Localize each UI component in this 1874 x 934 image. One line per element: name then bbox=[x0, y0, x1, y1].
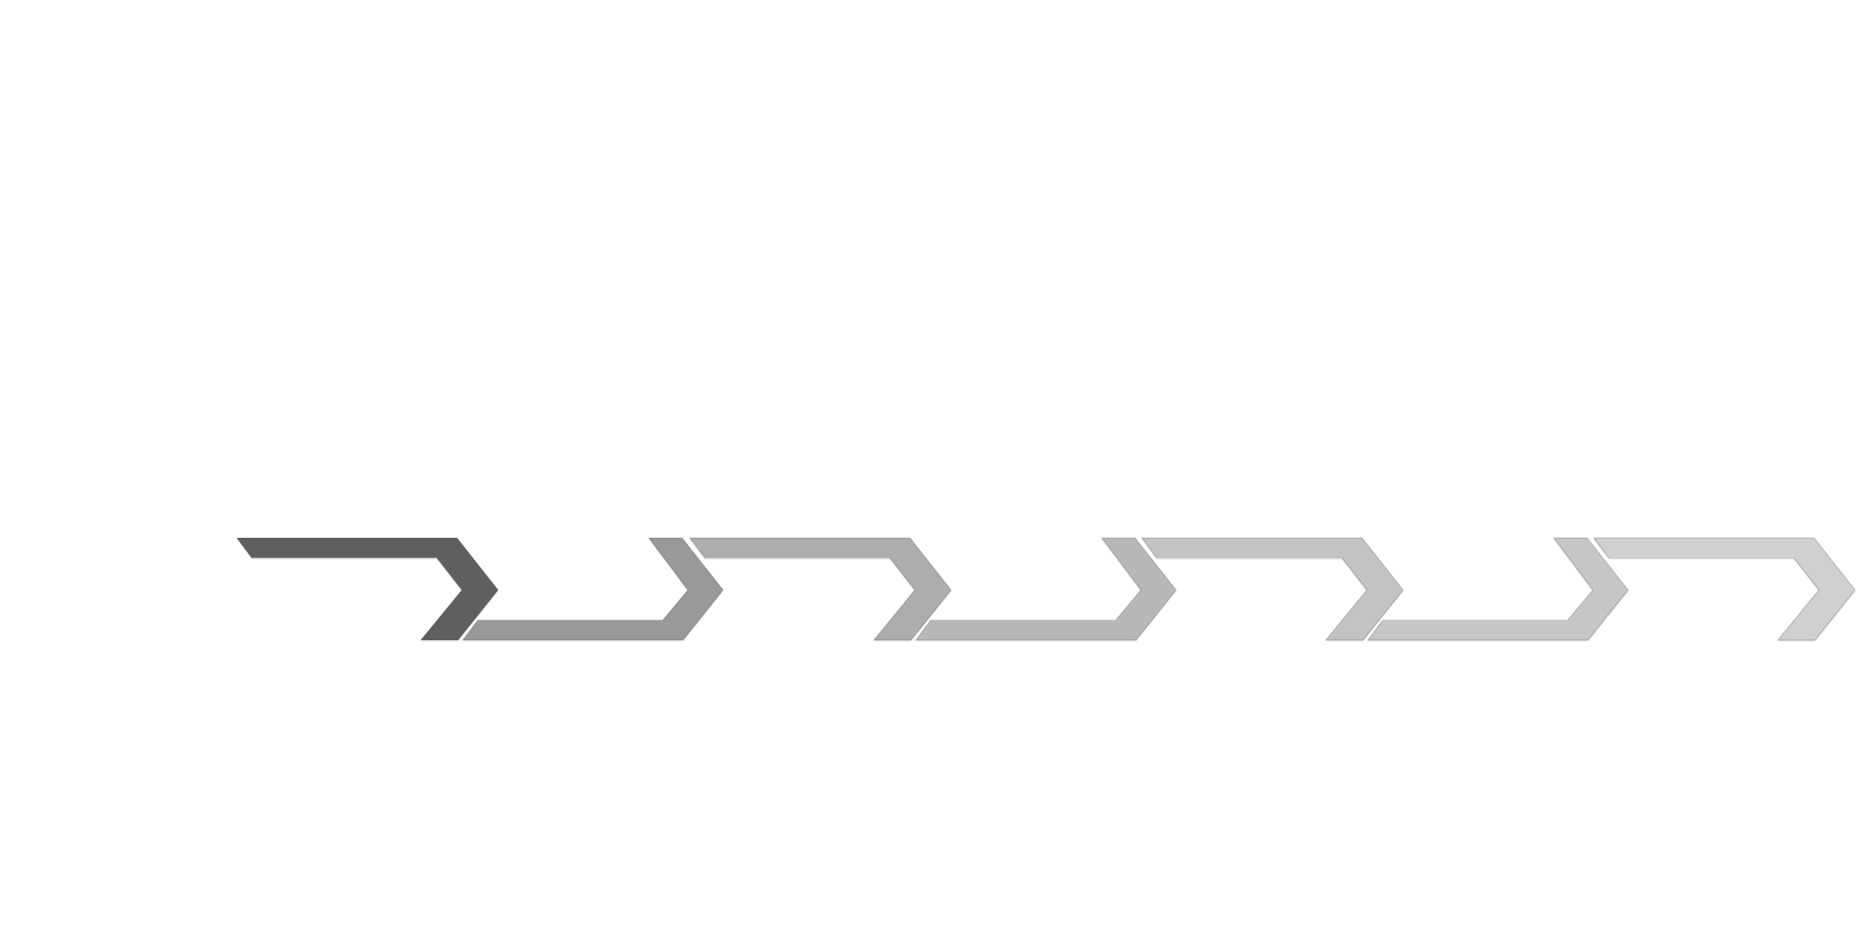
chevron-segment-3-upper bbox=[689, 537, 952, 641]
chevron-segment-4-lower bbox=[915, 537, 1177, 641]
chevron-segment-5-upper bbox=[1141, 537, 1404, 641]
chevron-segments bbox=[236, 537, 1856, 641]
chevron-segment-1-upper bbox=[236, 537, 499, 641]
chevron-segment-7-upper bbox=[1593, 537, 1856, 641]
chevron-segment-6-lower bbox=[1367, 537, 1629, 641]
chevron-segment-2-lower bbox=[462, 537, 724, 641]
